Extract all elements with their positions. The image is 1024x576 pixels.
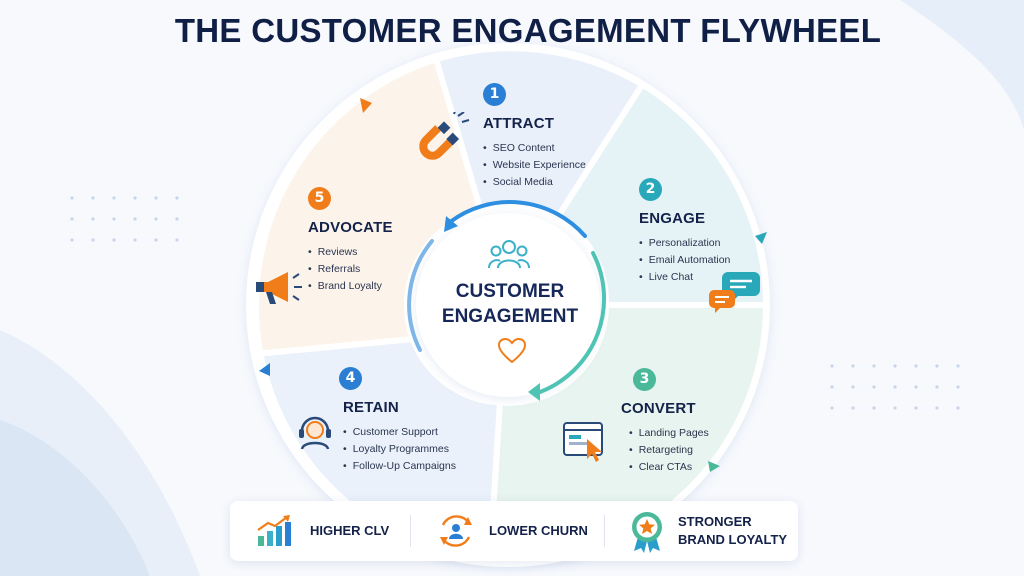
heart-icon: [497, 337, 527, 364]
list-item: Social Media: [483, 174, 586, 191]
flow-arrow-right: [528, 383, 540, 401]
dot-grid-left: [70, 196, 179, 242]
list-item: Reviews: [308, 244, 393, 261]
list-item: SEO Content: [483, 140, 586, 157]
stage-title: CONVERT: [621, 400, 696, 417]
stage-items: Landing Pages Retargeting Clear CTAs: [629, 425, 709, 476]
list-item: Referrals: [308, 261, 393, 278]
benefit-higher-clv: HIGHER CLV: [256, 501, 389, 561]
award-badge-icon: [632, 512, 662, 553]
stage-retain: 4 RETAIN Customer Support Loyalty Progra…: [339, 367, 456, 475]
list-item: Loyalty Programmes: [343, 441, 456, 458]
growth-chart-icon: [257, 515, 291, 546]
flow-ring-left: [407, 239, 434, 352]
center-label: CUSTOMER ENGAGEMENT: [420, 279, 600, 329]
retention-cycle-icon: [440, 515, 472, 547]
stage-convert: 3 CONVERT Landing Pages Retargeting Clea…: [621, 368, 709, 476]
stage-title: RETAIN: [343, 399, 399, 416]
dot-grid-right: [830, 364, 960, 410]
flow-ring-right: [538, 251, 607, 394]
stage-number-badge: 1: [483, 83, 506, 106]
browser-cursor-icon: [563, 422, 603, 462]
benefit-lower-churn: LOWER CHURN: [435, 501, 588, 561]
stage-number-badge: 3: [633, 368, 656, 391]
benefit-brand-loyalty: STRONGER BRAND LOYALTY: [628, 501, 787, 561]
stage-items: Reviews Referrals Brand Loyalty: [308, 244, 393, 295]
list-item: Brand Loyalty: [308, 278, 393, 295]
stage-items: SEO Content Website Experience Social Me…: [483, 140, 586, 191]
benefit-label: HIGHER CLV: [310, 523, 390, 538]
stage-advocate: 5 ADVOCATE Reviews Referrals Brand Loyal…: [308, 187, 393, 295]
center-label-line2: ENGAGEMENT: [441, 306, 579, 327]
divider: [410, 515, 411, 547]
stage-items: Customer Support Loyalty Programmes Foll…: [343, 424, 456, 475]
stage-engage: 2 ENGAGE Personalization Email Automatio…: [639, 178, 730, 286]
list-item: Landing Pages: [629, 425, 709, 442]
people-icon: [488, 240, 530, 269]
benefit-label: STRONGER BRAND LOYALTY: [678, 513, 787, 549]
list-item: Clear CTAs: [629, 459, 709, 476]
megaphone-icon: [256, 272, 302, 304]
stage-title: ATTRACT: [483, 115, 555, 132]
benefit-label-line2: BRAND LOYALTY: [678, 532, 788, 547]
direction-arrow-convert: [708, 461, 720, 472]
direction-arrow-advocate: [360, 98, 372, 113]
benefits-bar: HIGHER CLV LOWER CHURN STRONGER BRAND LO…: [230, 501, 798, 561]
stage-number-badge: 5: [308, 187, 331, 210]
list-item: Live Chat: [639, 269, 730, 286]
flow-arrow-top: [444, 216, 458, 232]
benefit-label: LOWER CHURN: [489, 523, 588, 538]
center-label-line1: CUSTOMER: [455, 281, 565, 302]
headset-icon: [299, 416, 331, 450]
list-item: Personalization: [639, 235, 730, 252]
stage-attract: 1 ATTRACT SEO Content Website Experience…: [483, 83, 586, 191]
flow-ring-top: [448, 200, 587, 238]
list-item: Retargeting: [629, 442, 709, 459]
magnet-icon: [419, 112, 470, 160]
list-item: Follow-Up Campaigns: [343, 458, 456, 475]
list-item: Email Automation: [639, 252, 731, 269]
direction-arrow-engage: [755, 232, 767, 244]
chat-bubbles-icon: [709, 272, 760, 313]
stage-title: ADVOCATE: [308, 219, 393, 236]
benefit-label-line1: STRONGER: [678, 514, 752, 529]
stage-number-badge: 2: [639, 178, 662, 201]
divider: [604, 515, 605, 547]
page-title: THE CUSTOMER ENGAGEMENT FLYWHEEL: [174, 12, 882, 49]
stage-number-badge: 4: [339, 367, 362, 390]
direction-arrow-retain: [259, 363, 270, 376]
center-circle: [416, 213, 600, 397]
stage-items: Personalization Email Automation Live Ch…: [639, 235, 731, 286]
stage-title: ENGAGE: [639, 210, 706, 227]
list-item: Customer Support: [343, 424, 456, 441]
list-item: Website Experience: [483, 157, 586, 174]
